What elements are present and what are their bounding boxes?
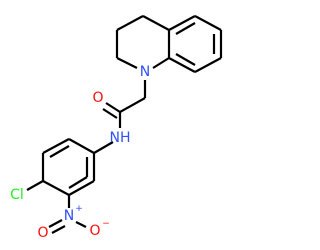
bond xyxy=(42,180,70,196)
atom-label-o-nitro-top: O xyxy=(37,225,48,241)
bond xyxy=(194,15,222,31)
bond xyxy=(26,180,44,191)
atom-label-o-carbonyl: O xyxy=(92,90,103,106)
atom-label-n-nitro: N xyxy=(64,208,74,224)
bond xyxy=(116,15,144,31)
atom-label-cl: Cl xyxy=(10,187,24,203)
bond-aromatic-inner xyxy=(175,22,196,35)
atom-label-n-ring: N xyxy=(140,64,150,80)
molecule-structure-diagram: N O NH Cl N + O O − xyxy=(10,15,223,241)
bond xyxy=(119,97,146,113)
bond xyxy=(105,102,121,113)
bond xyxy=(68,180,95,196)
bond xyxy=(142,15,170,31)
bond-aromatic-inner xyxy=(49,145,70,158)
charge-label-n-nitro-plus: + xyxy=(75,204,83,214)
charge-label-o-nitro-minus: − xyxy=(102,219,110,229)
bond xyxy=(116,57,138,69)
bond-aromatic-inner xyxy=(175,53,196,66)
bond xyxy=(42,138,70,154)
bond xyxy=(93,141,114,154)
bond xyxy=(75,221,87,228)
bond xyxy=(51,225,66,234)
bond xyxy=(194,57,222,73)
bond xyxy=(168,57,196,73)
bond xyxy=(168,15,196,31)
atom-label-nh-amide: NH xyxy=(110,130,131,146)
bond xyxy=(68,138,95,154)
atom-label-o-nitro-right: O xyxy=(89,223,100,239)
bond xyxy=(152,57,170,69)
bond xyxy=(48,219,63,228)
bond-aromatic-inner xyxy=(68,176,88,189)
bond-layer xyxy=(26,15,223,234)
atom-label-layer: N O NH Cl N + O O − xyxy=(10,64,150,241)
bond xyxy=(102,108,118,119)
